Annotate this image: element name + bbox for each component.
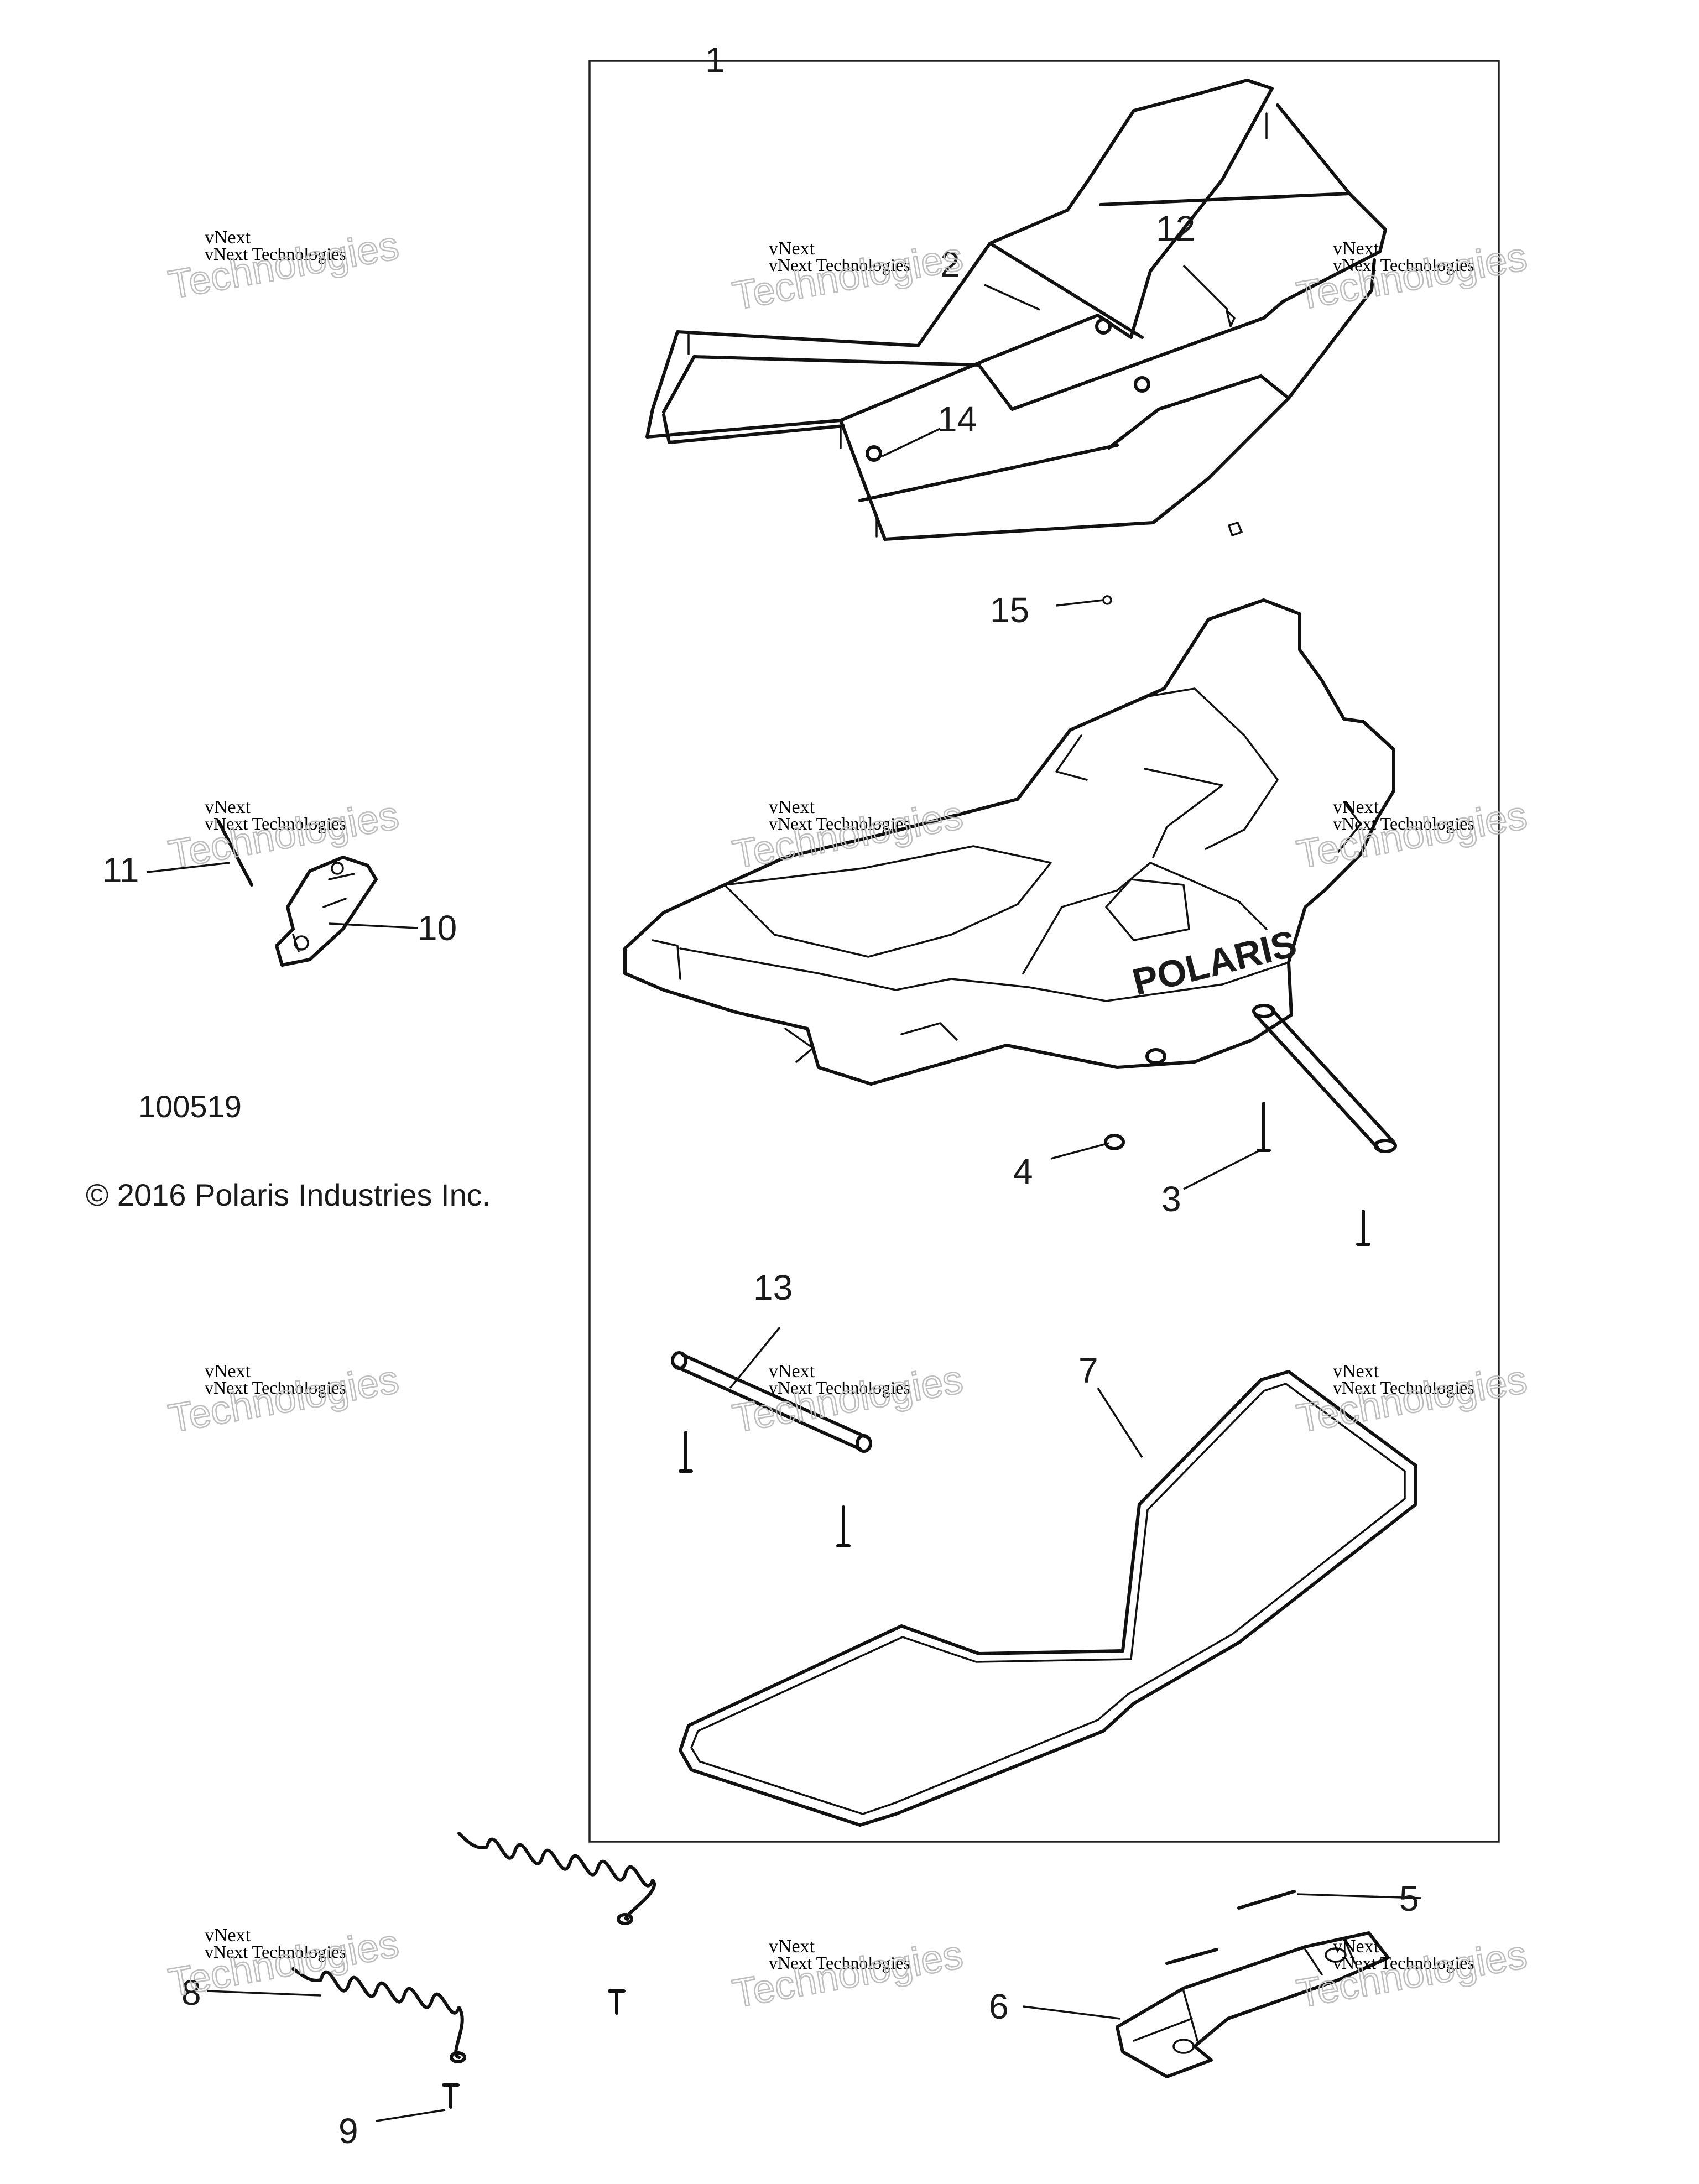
callout-2: 2 [940, 244, 960, 284]
svg-text:Technologies: Technologies [729, 1932, 966, 2016]
part-bracket[interactable] [1116, 1931, 1390, 2078]
svg-text:vNext Technologies: vNext Technologies [769, 814, 910, 833]
part-screw-9[interactable] [442, 1989, 626, 2109]
callout-15: 15 [990, 590, 1029, 630]
svg-text:vNext Technologies: vNext Technologies [1333, 1378, 1474, 1398]
watermark: vNext vNext Technologies Technologies [729, 1932, 967, 2017]
svg-text:vNext Technologies: vNext Technologies [205, 1378, 346, 1398]
part-spring-lower[interactable] [291, 1967, 466, 2063]
svg-text:vNext: vNext [205, 797, 251, 817]
callout-1: 1 [705, 40, 725, 80]
part-latch-pin[interactable] [217, 820, 253, 887]
svg-text:vNext: vNext [769, 1936, 815, 1957]
svg-text:vNext Technologies: vNext Technologies [205, 1942, 346, 1962]
callout-4: 4 [1013, 1151, 1033, 1191]
part-grommet[interactable] [1104, 1048, 1166, 1150]
svg-text:vNext Technologies: vNext Technologies [1333, 255, 1474, 275]
svg-text:vNext: vNext [769, 1361, 815, 1382]
svg-text:vNext: vNext [1333, 1936, 1379, 1957]
svg-text:Technologies: Technologies [729, 234, 966, 319]
svg-text:Technologies: Technologies [729, 793, 966, 877]
fastener-15[interactable] [1102, 595, 1112, 605]
watermark: vNext vNext Technologies Technologies [1293, 234, 1531, 319]
svg-text:vNext: vNext [1333, 1361, 1379, 1382]
watermark: vNext vNext Technologies Technologies [729, 793, 967, 878]
callout-3: 3 [1161, 1179, 1181, 1219]
callout-labels: 1 2 12 14 15 4 3 13 7 11 10 5 6 8 9 [102, 40, 1419, 2151]
svg-text:vNext: vNext [1333, 797, 1379, 817]
svg-text:Technologies: Technologies [1294, 234, 1530, 319]
svg-text:vNext Technologies: vNext Technologies [1333, 1953, 1474, 1973]
callout-5: 5 [1399, 1879, 1419, 1919]
svg-text:vNext: vNext [205, 1361, 251, 1382]
svg-text:vNext: vNext [205, 1925, 251, 1946]
watermark: vNext vNext Technologies Technologies [729, 234, 967, 319]
callout-6: 6 [989, 1987, 1009, 2026]
svg-text:vNext Technologies: vNext Technologies [769, 255, 910, 275]
svg-text:vNext Technologies: vNext Technologies [1333, 814, 1474, 833]
part-pins-5[interactable] [1165, 1890, 1296, 1965]
copyright-notice: © 2016 Polaris Industries Inc. [86, 1177, 491, 1212]
svg-text:Technologies: Technologies [1294, 1932, 1530, 2016]
polaris-logo: POLARIS [1128, 922, 1301, 1004]
diagram-id: 100519 [138, 1089, 242, 1124]
part-tube-rod[interactable] [671, 1351, 872, 1547]
svg-text:vNext: vNext [769, 238, 815, 259]
callout-11: 11 [102, 850, 139, 890]
part-cargo-box[interactable] [623, 598, 1395, 1086]
part-spring-upper[interactable] [457, 1832, 656, 1925]
assembly-frame [588, 60, 1500, 1843]
watermark: vNext vNext Technologies Technologies [1293, 793, 1531, 878]
part-gasket-seal[interactable] [679, 1370, 1417, 1827]
svg-text:Technologies: Technologies [165, 1357, 402, 1441]
part-latch[interactable] [275, 856, 378, 967]
svg-text:Technologies: Technologies [165, 223, 402, 307]
fastener-12[interactable] [1226, 310, 1236, 327]
svg-text:vNext: vNext [205, 227, 251, 248]
callout-8: 8 [181, 1973, 201, 2013]
svg-text:vNext Technologies: vNext Technologies [205, 814, 346, 833]
leader-lines [146, 264, 1422, 2122]
callout-13: 13 [753, 1268, 793, 1307]
watermarks: vNext vNext Technologies Technologies vN… [165, 223, 1531, 2017]
svg-text:vNext Technologies: vNext Technologies [769, 1953, 910, 1973]
svg-text:vNext: vNext [1333, 238, 1379, 259]
svg-text:vNext: vNext [769, 797, 815, 817]
callout-9: 9 [338, 2111, 358, 2151]
part-pin-rod[interactable] [1252, 1004, 1397, 1246]
watermark: vNext vNext Technologies Technologies [165, 1357, 403, 1442]
callout-12: 12 [1156, 209, 1195, 248]
watermark: vNext vNext Technologies Technologies [165, 223, 403, 308]
fastener-small [1228, 522, 1243, 536]
callout-14: 14 [937, 399, 977, 439]
svg-text:vNext Technologies: vNext Technologies [769, 1378, 910, 1398]
part-rack-frame[interactable] [645, 79, 1387, 541]
callout-7: 7 [1078, 1351, 1098, 1390]
svg-text:vNext Technologies: vNext Technologies [205, 244, 346, 264]
svg-text:POLARIS: POLARIS [1128, 922, 1301, 1004]
watermark: vNext vNext Technologies Technologies [1293, 1932, 1531, 2017]
svg-text:Technologies: Technologies [1294, 793, 1530, 877]
watermark: vNext vNext Technologies Technologies [1293, 1357, 1531, 1442]
callout-10: 10 [418, 908, 457, 948]
svg-text:Technologies: Technologies [1294, 1357, 1530, 1441]
